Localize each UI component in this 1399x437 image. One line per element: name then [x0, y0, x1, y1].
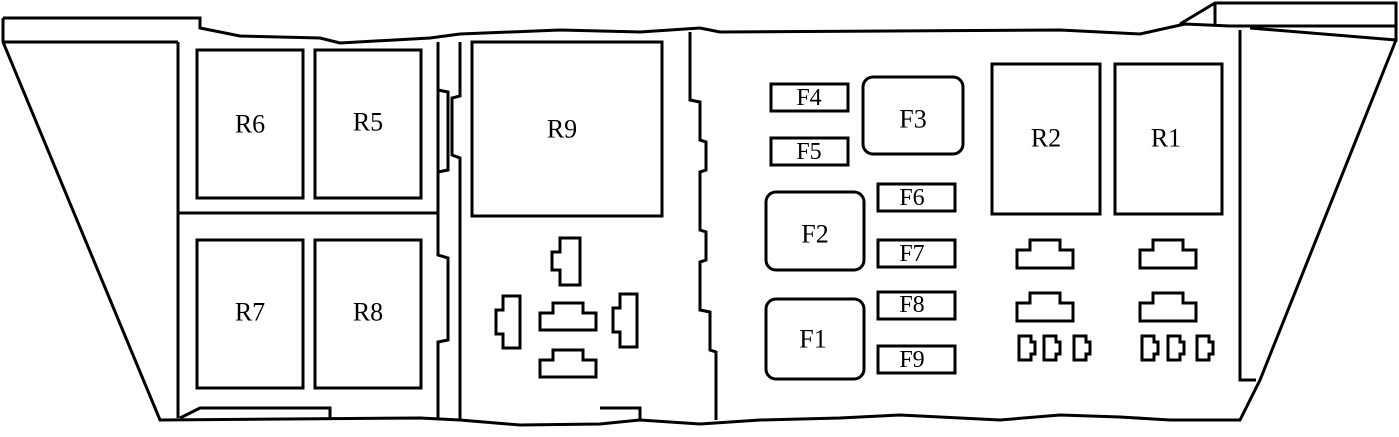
- fuse-f9: F9: [876, 344, 957, 375]
- fuse-f5: F5: [769, 136, 850, 167]
- relay-r8-label: R8: [353, 298, 383, 327]
- fuse-f3-label: F3: [899, 105, 926, 134]
- terminal-sockets-r2: [1015, 238, 1092, 362]
- fuse-f7-label: F7: [899, 241, 924, 267]
- relay-r9-label: R9: [547, 115, 577, 144]
- fuse-f6-label: F6: [899, 185, 924, 211]
- relay-r7: R7: [195, 238, 305, 390]
- relay-r8: R8: [313, 238, 423, 390]
- fuse-f9-label: F9: [899, 347, 924, 373]
- relay-r2-label: R2: [1031, 124, 1061, 153]
- relay-r5: R5: [313, 48, 423, 200]
- relay-r5-label: R5: [353, 108, 383, 137]
- compartment-dividers: [176, 32, 718, 420]
- fuse-f1: F1: [764, 297, 866, 381]
- fuse-f1-label: F1: [799, 325, 826, 354]
- fuse-f6: F6: [876, 182, 957, 213]
- relay-r1-label: R1: [1151, 124, 1181, 153]
- fuse-f2-label: F2: [801, 220, 828, 249]
- housing-outline: [1, 1, 1398, 427]
- relay-r7-label: R7: [235, 298, 265, 327]
- terminal-sockets-r9: [494, 236, 639, 379]
- fuse-f4-label: F4: [796, 85, 821, 111]
- relay-r6-label: R6: [235, 110, 265, 139]
- fuse-f8: F8: [876, 290, 957, 321]
- fuse-f7: F7: [876, 238, 957, 269]
- fuse-f4: F4: [769, 82, 850, 113]
- relay-r2: R2: [990, 62, 1102, 216]
- fuse-f3: F3: [861, 75, 965, 156]
- relay-r6: R6: [195, 48, 305, 200]
- terminal-sockets-r1: [1138, 238, 1215, 362]
- relay-r9: R9: [470, 40, 664, 218]
- relay-r1: R1: [1113, 62, 1224, 216]
- fuse-f8-label: F8: [899, 292, 924, 318]
- fuse-f5-label: F5: [796, 139, 821, 165]
- fuse-f2: F2: [764, 190, 866, 272]
